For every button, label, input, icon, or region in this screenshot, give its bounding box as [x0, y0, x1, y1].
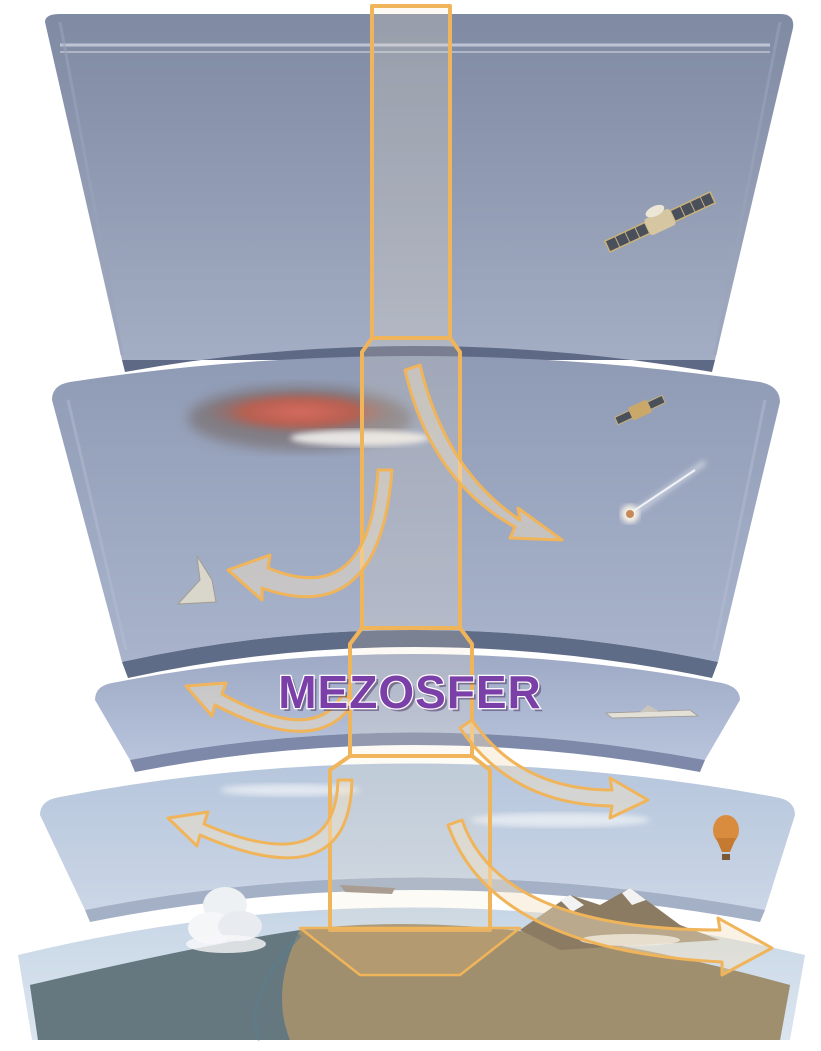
mesosphere-label-text: MEZOSFER — [278, 666, 542, 718]
